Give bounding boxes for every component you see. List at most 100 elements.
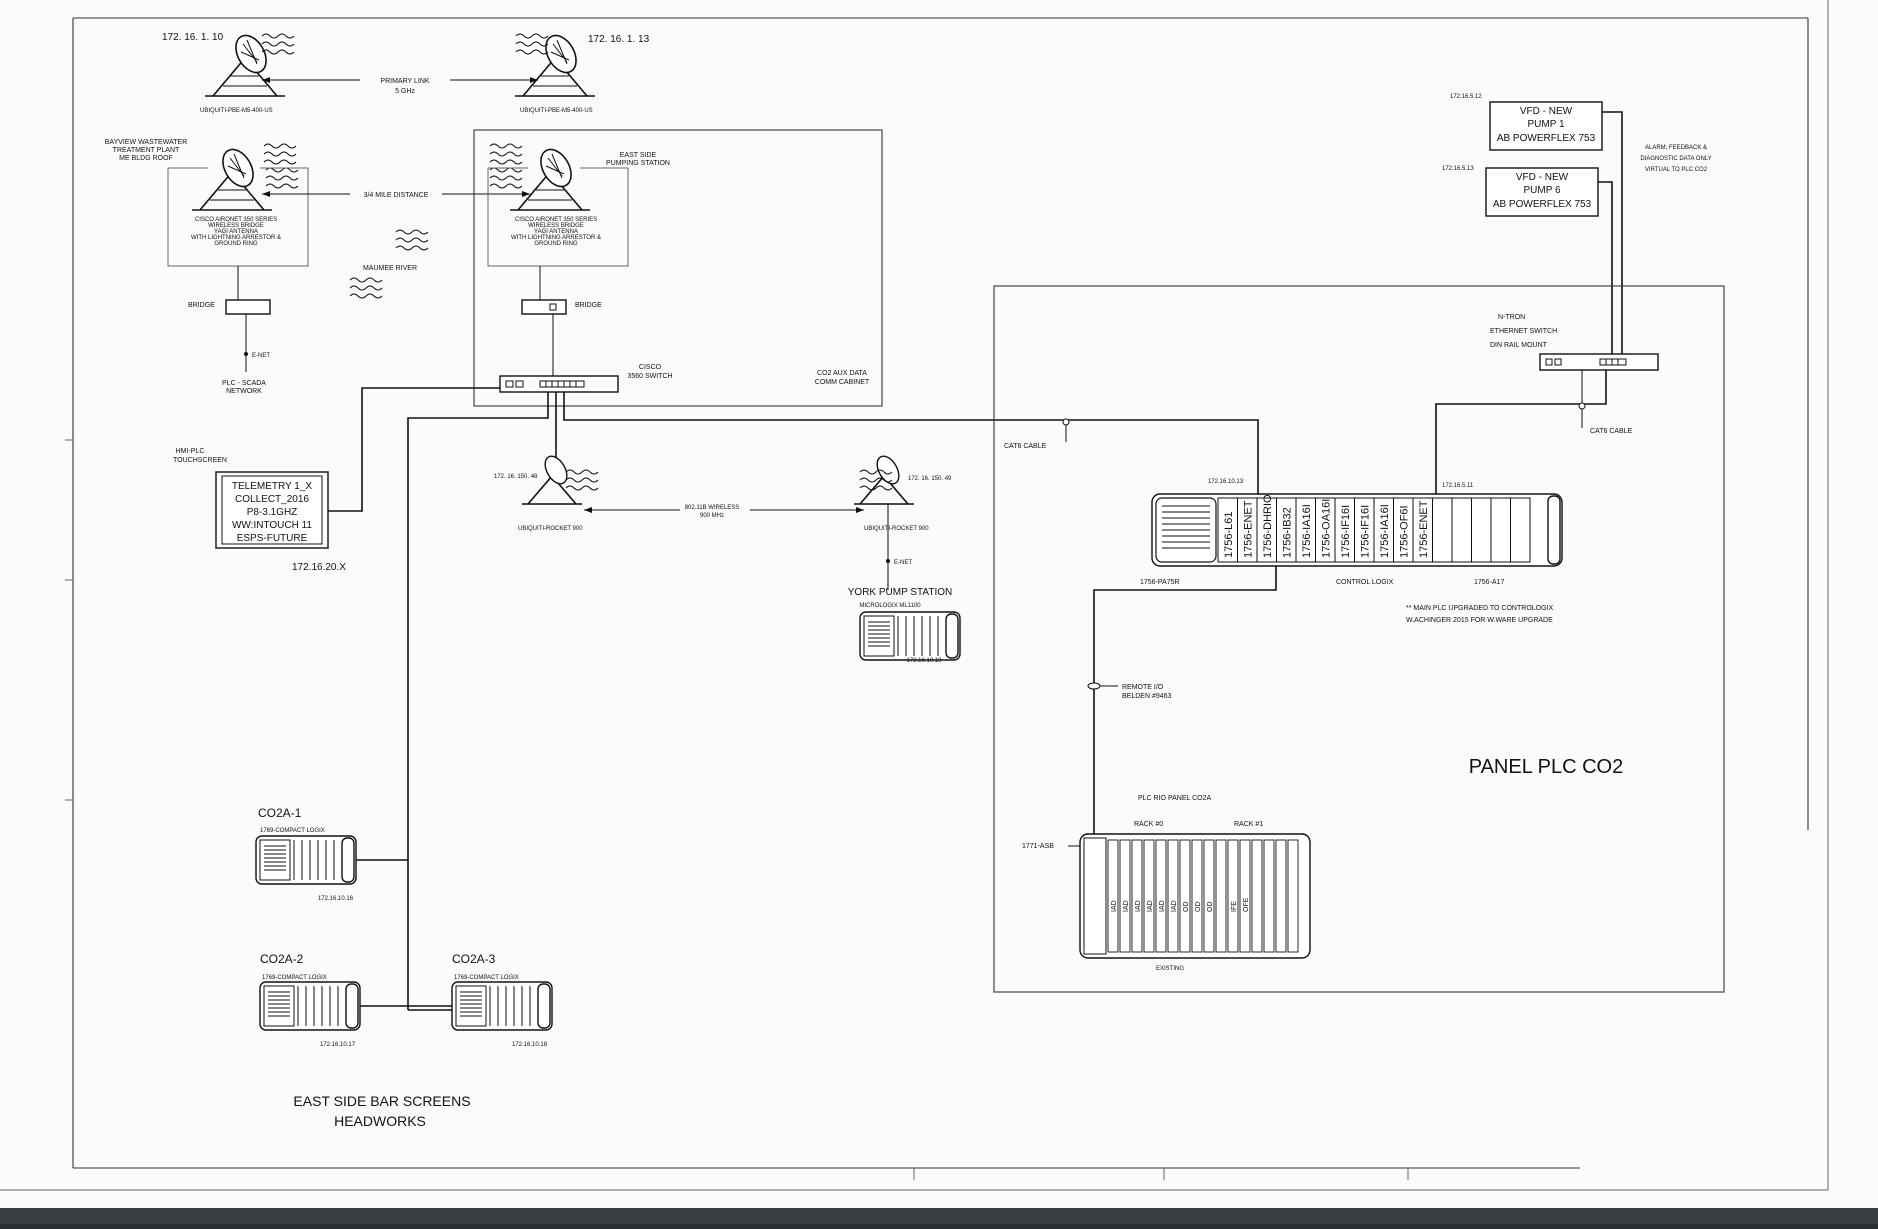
rio-slot-label: IAD bbox=[1123, 900, 1130, 912]
ip-dish-a: 172. 16. 1. 10 bbox=[162, 32, 224, 43]
svg-text:AB POWERFLEX 753: AB POWERFLEX 753 bbox=[1493, 199, 1592, 210]
co2a3-plc bbox=[451, 981, 553, 1031]
rio-slot-label: OFE bbox=[1243, 897, 1250, 912]
module-label: 1756-IA16I bbox=[1379, 504, 1391, 558]
co2a2-name: CO2A-2 bbox=[260, 952, 304, 966]
svg-text:YAGI ANTENNA: YAGI ANTENNA bbox=[534, 229, 578, 235]
rocket-left: 172. 16. 150. 48 UBIQUITI-ROCKET 900 bbox=[494, 451, 599, 532]
vfd-pump-6 bbox=[1485, 167, 1599, 217]
upgrade-note: ** MAIN PLC UPGRADED TO CONTROLOGIX bbox=[1406, 605, 1553, 612]
york-enet-label: E-NET bbox=[894, 560, 912, 566]
bridge-left-label: BRIDGE bbox=[188, 302, 215, 309]
rio-slot-label: IAD bbox=[1147, 900, 1154, 912]
rocket-model-a: UBIQUITI-ROCKET 900 bbox=[518, 526, 583, 532]
model-dish-b: UBIQUITI-PBE-M5-400-US bbox=[520, 108, 593, 114]
dish-left-primary: 172. 16. 1. 10 UBIQUITI-PBE-M5-400-US bbox=[162, 29, 295, 114]
module-label: 1756-IA16I bbox=[1301, 504, 1313, 558]
power-supply-label: 1756-PA75R bbox=[1140, 579, 1180, 586]
rio-slot bbox=[1263, 839, 1275, 953]
primary-freq-label: 5 GHz bbox=[395, 88, 415, 95]
rio-slot bbox=[1131, 839, 1143, 953]
rio-slot bbox=[1155, 839, 1167, 953]
svg-text:TREATMENT PLANT: TREATMENT PLANT bbox=[113, 147, 180, 154]
cat6-right-label: CAT6 CABLE bbox=[1590, 428, 1633, 435]
ip-dish-b: 172. 16. 1. 13 bbox=[588, 34, 650, 45]
module-label: 1756-ENET bbox=[1242, 500, 1254, 558]
bridge-right-label: BRIDGE bbox=[575, 302, 602, 309]
rio-slot-label: IFE bbox=[1231, 901, 1238, 912]
dish-right-primary: 172. 16. 1. 13 UBIQUITI-PBE-M5-400-US bbox=[514, 29, 650, 114]
co2a1-model: 1769-COMPACT LOGIX bbox=[260, 828, 325, 834]
co2a3-name: CO2A-3 bbox=[452, 952, 496, 966]
co2a3-model: 1769-COMPACT LOGIX bbox=[454, 975, 519, 981]
rack1-label: RACK #1 bbox=[1234, 821, 1263, 828]
rio-slot bbox=[1179, 839, 1191, 953]
rack-ip-left: 172.16.10.13 bbox=[1208, 479, 1244, 485]
module-label: 1756-OF6I bbox=[1398, 505, 1410, 558]
svg-text:HEADWORKS: HEADWORKS bbox=[334, 1113, 426, 1129]
primary-link-label: PRIMARY LINK bbox=[380, 78, 429, 85]
model-dish-a: UBIQUITI-PBE-M5-400-US bbox=[200, 108, 273, 114]
co2a2-plc bbox=[259, 981, 361, 1031]
co2a3-ip: 172.16.10.18 bbox=[512, 1042, 548, 1048]
svg-text:COLLECT_2016: COLLECT_2016 bbox=[235, 494, 309, 505]
vfd-pump-1 bbox=[1489, 101, 1603, 151]
bayview-bridge-desc: CISCO AIRONET 350 SERIES WIRELESS BRIDGE… bbox=[191, 217, 281, 247]
east-bridge-desc: CISCO AIRONET 350 SERIES WIRELESS BRIDGE… bbox=[511, 217, 601, 247]
hmi-ip: 172.16.20.X bbox=[292, 562, 346, 573]
svg-text:PUMPING STATION: PUMPING STATION bbox=[606, 160, 670, 167]
co2a1-name: CO2A-1 bbox=[258, 806, 302, 820]
rio-slot bbox=[1251, 839, 1263, 953]
wireless-900-label: 802.11B WIRELESS bbox=[685, 505, 740, 511]
co2a2-ip: 172.16.10.17 bbox=[320, 1042, 356, 1048]
svg-text:YAGI ANTENNA: YAGI ANTENNA bbox=[214, 229, 258, 235]
svg-text:3560 SWITCH: 3560 SWITCH bbox=[627, 373, 672, 380]
panel-title: PANEL PLC CO2 bbox=[1469, 756, 1624, 778]
ntron-label: N-TRON bbox=[1498, 314, 1525, 321]
co2a1-ip: 172.16.10.16 bbox=[318, 896, 354, 902]
svg-text:W.ACHINGER 2015 FOR W.WARE UPG: W.ACHINGER 2015 FOR W.WARE UPGRADE bbox=[1406, 617, 1553, 624]
svg-text:GROUND RING: GROUND RING bbox=[534, 241, 578, 247]
svg-text:DIAGNOSTIC DATA ONLY: DIAGNOSTIC DATA ONLY bbox=[1640, 156, 1711, 162]
rio-slot bbox=[1143, 839, 1155, 953]
rio-slot bbox=[1287, 839, 1299, 953]
alarm-note: ALARM, FEEDBACK & bbox=[1645, 145, 1707, 151]
module-label: 1756-IB32 bbox=[1281, 507, 1293, 558]
svg-text:WW:INTOUCH 11: WW:INTOUCH 11 bbox=[232, 520, 312, 531]
empty-slot bbox=[1471, 497, 1492, 563]
svg-text:PUMP 1: PUMP 1 bbox=[1527, 119, 1564, 130]
co2a2-model: 1769-COMPACT LOGIX bbox=[262, 975, 327, 981]
svg-text:NETWORK: NETWORK bbox=[226, 388, 262, 395]
cisco-switch bbox=[499, 375, 619, 393]
hmi-line-1: TELEMETRY 1_X bbox=[232, 481, 313, 492]
svg-text:BELDEN #9463: BELDEN #9463 bbox=[1122, 693, 1172, 700]
module-label: 1756-IF16I bbox=[1359, 505, 1371, 558]
empty-slot bbox=[1510, 497, 1531, 563]
control-logix-label: CONTROL LOGIX bbox=[1336, 579, 1394, 586]
cat6-left-label: CAT6 CABLE bbox=[1004, 443, 1047, 450]
rio-slot bbox=[1275, 839, 1287, 953]
york-plc-label: MICROLOGIX ML1100 bbox=[859, 603, 921, 609]
svg-text:PUMP 6: PUMP 6 bbox=[1523, 185, 1560, 196]
rio-slot bbox=[1215, 839, 1227, 953]
svg-text:TOUCHSCREEN: TOUCHSCREEN bbox=[173, 457, 227, 464]
rio-slot-label: IAD bbox=[1159, 900, 1166, 912]
river-label: MAUMEE RIVER bbox=[363, 265, 417, 272]
vfd-ip-2: 172.16.5.13 bbox=[1442, 166, 1474, 172]
rocket-ip-b: 172. 16. 150. 49 bbox=[908, 476, 952, 482]
svg-text:ETHERNET SWITCH: ETHERNET SWITCH bbox=[1490, 328, 1557, 335]
york-ip: 172.16.10.19 bbox=[906, 658, 942, 664]
east-side-label: EAST SIDE bbox=[620, 152, 657, 159]
aux-cabinet-label: CO2 AUX DATA bbox=[817, 370, 867, 377]
rio-slot bbox=[1239, 839, 1251, 953]
module-label: 1756-DHRIO bbox=[1262, 494, 1274, 558]
svg-text:GROUND RING: GROUND RING bbox=[214, 241, 258, 247]
rio-slot-label: OD bbox=[1207, 902, 1214, 913]
svg-text:DIN RAIL MOUNT: DIN RAIL MOUNT bbox=[1490, 342, 1548, 349]
bridge-right-box bbox=[521, 299, 567, 315]
svg-text:VIRTUAL TO PLC CO2: VIRTUAL TO PLC CO2 bbox=[1645, 167, 1708, 173]
chassis-label: 1756-A17 bbox=[1474, 579, 1504, 586]
